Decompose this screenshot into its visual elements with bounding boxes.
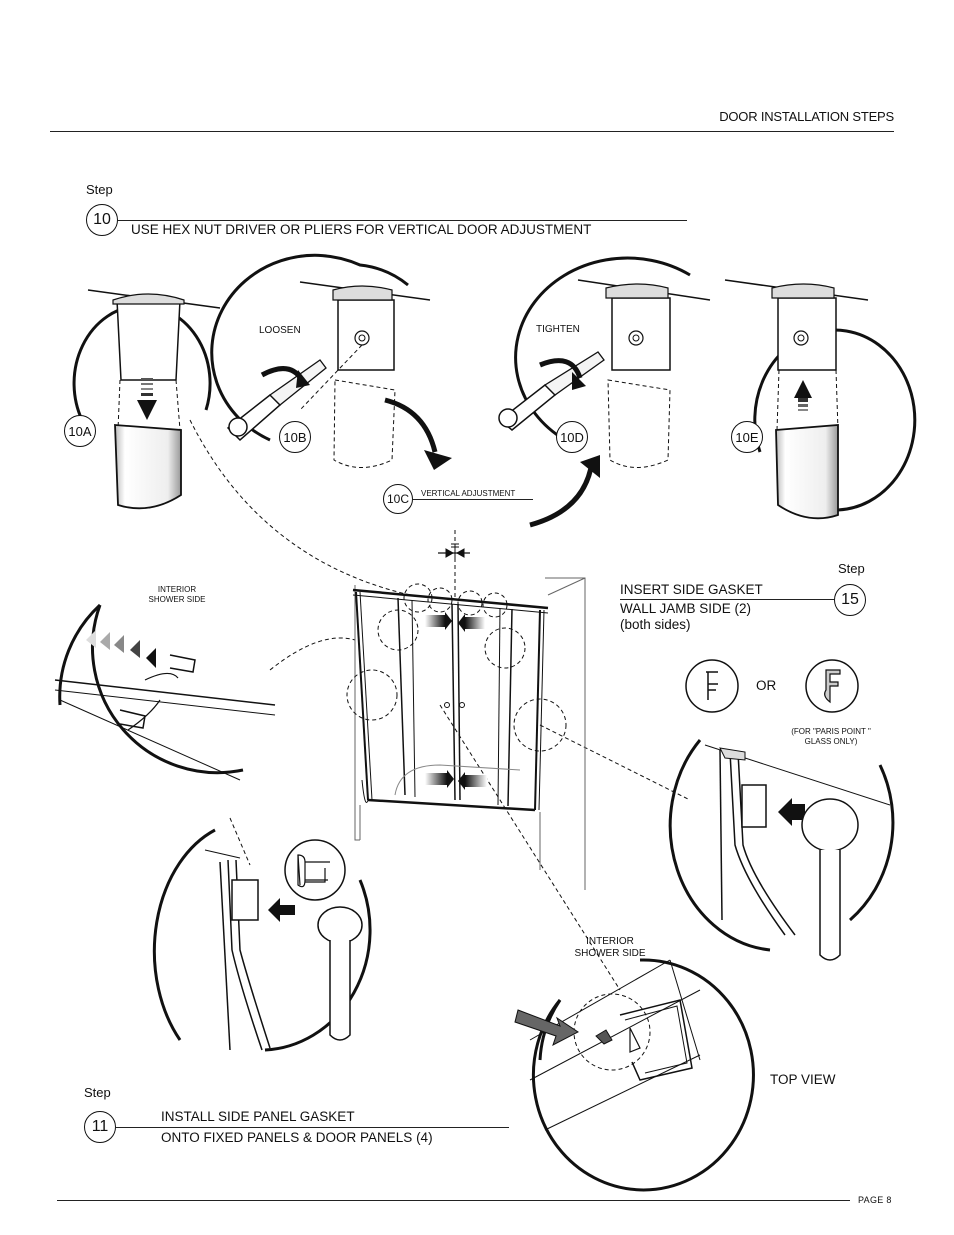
interior-shower-side-right: INTERIOR SHOWER SIDE	[565, 936, 655, 960]
badge-10d: 10D	[556, 421, 588, 453]
detail-10a	[72, 289, 221, 510]
top-view-label: TOP VIEW	[770, 1072, 836, 1087]
paris-point-note: (FOR "PARIS POINT " GLASS ONLY)	[776, 727, 886, 747]
step15-rule	[620, 599, 834, 600]
interior-shower-side-left: INTERIOR SHOWER SIDE	[132, 585, 222, 605]
badge-10c: 10C	[383, 484, 413, 514]
step11-line2: ONTO FIXED PANELS & DOOR PANELS (4)	[161, 1130, 433, 1145]
interior-right-line1: INTERIOR	[586, 936, 634, 947]
step10-badge: 10	[86, 204, 118, 236]
detail-10b	[210, 253, 431, 468]
vertical-adjustment-rule	[413, 499, 533, 500]
page-header-title: DOOR INSTALLATION STEPS	[719, 109, 894, 124]
footer-rule	[57, 1200, 850, 1201]
step10-word: Step	[86, 182, 113, 197]
interior-line1: INTERIOR	[157, 585, 197, 594]
step11-word: Step	[84, 1085, 111, 1100]
step15-word: Step	[838, 561, 865, 576]
tighten-label: TIGHTEN	[536, 324, 580, 335]
loosen-label: LOOSEN	[259, 325, 301, 336]
shower-assembly	[346, 577, 586, 890]
header-rule	[50, 131, 894, 132]
page-number: PAGE 8	[858, 1195, 892, 1205]
detail-step11-gasket	[54, 603, 276, 781]
step10-rule	[118, 220, 687, 221]
badge-10b: 10B	[279, 421, 311, 453]
step11-rule	[116, 1127, 509, 1128]
detail-10e	[724, 279, 917, 520]
paris-note-line2: GLASS ONLY)	[804, 737, 858, 746]
step10-instruction: USE HEX NUT DRIVER OR PLIERS FOR VERTICA…	[131, 222, 592, 237]
detail-step11-hammer	[152, 828, 372, 1052]
detail-10d	[498, 256, 711, 468]
step15-line3: (both sides)	[620, 617, 691, 632]
step15-badge: 15	[834, 584, 866, 616]
gasket-profiles	[685, 659, 859, 713]
badge-10e: 10E	[731, 421, 763, 453]
or-label: OR	[756, 678, 777, 693]
step11-line1: INSTALL SIDE PANEL GASKET	[161, 1109, 355, 1124]
detail-top-view	[514, 958, 755, 1192]
paris-note-line1: (FOR "PARIS POINT "	[791, 727, 871, 736]
vertical-adjustment-arrows	[384, 397, 600, 528]
interior-line2: SHOWER SIDE	[148, 595, 206, 604]
leader-lines	[189, 419, 691, 991]
interior-right-line2: SHOWER SIDE	[574, 948, 646, 959]
vertical-adjustment-label: VERTICAL ADJUSTMENT	[421, 489, 516, 498]
badge-10a: 10A	[64, 415, 96, 447]
step11-badge: 11	[84, 1111, 116, 1143]
step15-line1: INSERT SIDE GASKET	[620, 582, 763, 597]
step15-line2: WALL JAMB SIDE (2)	[620, 601, 752, 616]
detail-step15-hammer	[668, 739, 895, 961]
center-mark	[438, 543, 470, 560]
